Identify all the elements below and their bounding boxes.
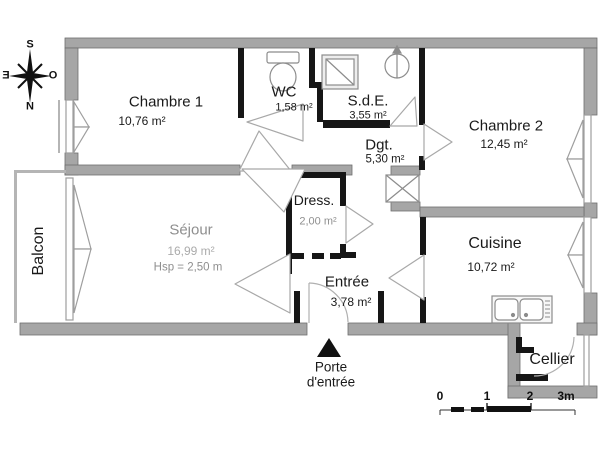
window-chambre1 xyxy=(65,99,91,155)
fixtures xyxy=(266,44,553,324)
door-sejour-corridor xyxy=(241,168,306,213)
scale-tick-3m: 3m xyxy=(557,389,575,403)
compass-label-o: O xyxy=(48,69,58,82)
toilet-icon xyxy=(266,51,300,92)
scale-tick-0: 0 xyxy=(436,389,444,403)
window-sejour-balcony xyxy=(65,177,92,321)
shower-icon xyxy=(321,54,359,90)
balcony-railing xyxy=(14,100,66,323)
door-cuisine xyxy=(388,254,425,301)
entry-door-label-line1: Porte xyxy=(314,359,348,375)
room-label-sejour: Séjour xyxy=(169,221,213,239)
windows xyxy=(65,99,592,387)
room-area-sejour: 16,99 m² xyxy=(167,244,215,258)
room-ceiling-height-sejour: Hsp = 2,50 m xyxy=(153,261,223,274)
room-label-entree: Entrée xyxy=(324,273,370,291)
room-label-dress: Dress. xyxy=(293,192,335,208)
entry-arrow-icon xyxy=(317,338,341,357)
door-entry-swing xyxy=(308,282,349,323)
entry-door-label-line2: d'entrée xyxy=(306,374,356,390)
room-label-dgt: Dgt. xyxy=(365,136,393,154)
room-label-chambre2: Chambre 2 xyxy=(468,117,544,135)
room-label-cellier: Cellier xyxy=(529,351,575,368)
washbasin-icon xyxy=(384,44,410,79)
compass-label-e: E xyxy=(2,69,10,82)
doors xyxy=(234,96,575,377)
room-area-chambre1: 10,76 m² xyxy=(118,114,166,128)
compass-rose-icon xyxy=(9,49,51,103)
scale-bar xyxy=(439,403,576,415)
window-chambre2 xyxy=(566,114,592,204)
door-cellier-swing xyxy=(533,336,575,377)
window-cuisine xyxy=(567,216,592,294)
room-area-dress: 2,00 m² xyxy=(299,215,337,228)
room-area-cuisine: 10,72 m² xyxy=(467,260,515,274)
room-label-wc: WC xyxy=(271,83,297,101)
room-label-sde: S.d.E. xyxy=(347,92,389,110)
wall-cellier-thin xyxy=(583,334,590,387)
door-wc xyxy=(246,103,304,142)
scale-tick-2: 2 xyxy=(526,389,534,403)
room-label-balcon: Balcon xyxy=(30,226,47,276)
door-sde xyxy=(389,96,418,127)
room-area-wc: 1,58 m² xyxy=(275,101,313,114)
room-area-sde: 3,55 m² xyxy=(349,109,387,122)
interior-walls xyxy=(238,48,548,381)
room-area-chambre2: 12,45 m² xyxy=(480,137,528,151)
room-label-cuisine: Cuisine xyxy=(468,235,522,252)
room-area-dgt: 5,30 m² xyxy=(365,153,405,166)
door-sejour-entree xyxy=(234,253,291,314)
compass-label-s: S xyxy=(26,38,34,51)
room-area-entree: 3,78 m² xyxy=(330,295,372,309)
compass-label-n: N xyxy=(26,100,34,113)
room-label-chambre1: Chambre 1 xyxy=(128,93,204,111)
door-dress xyxy=(345,205,374,244)
kitchen-sink-icon xyxy=(491,295,553,324)
duct-shaft-icon xyxy=(385,174,420,203)
door-chambre2 xyxy=(423,123,453,161)
door-chambre1 xyxy=(238,130,292,172)
scale-tick-1: 1 xyxy=(483,389,491,403)
